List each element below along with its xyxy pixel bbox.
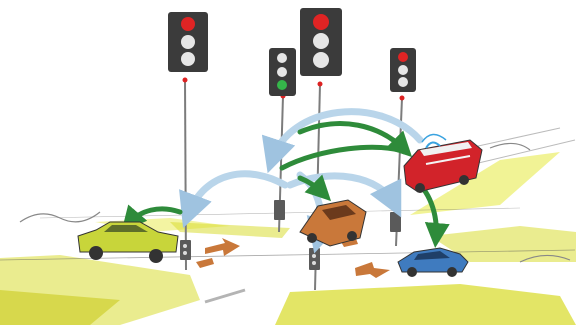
direction-arrows-orange — [196, 236, 390, 278]
traffic-light-center-large — [300, 8, 342, 76]
signal-boxes — [180, 200, 401, 270]
traffic-light-right — [390, 48, 416, 92]
traffic-light-center-small — [269, 48, 296, 96]
road-surface — [0, 128, 576, 325]
traffic-light-left — [168, 12, 208, 72]
orange-car — [300, 200, 366, 246]
